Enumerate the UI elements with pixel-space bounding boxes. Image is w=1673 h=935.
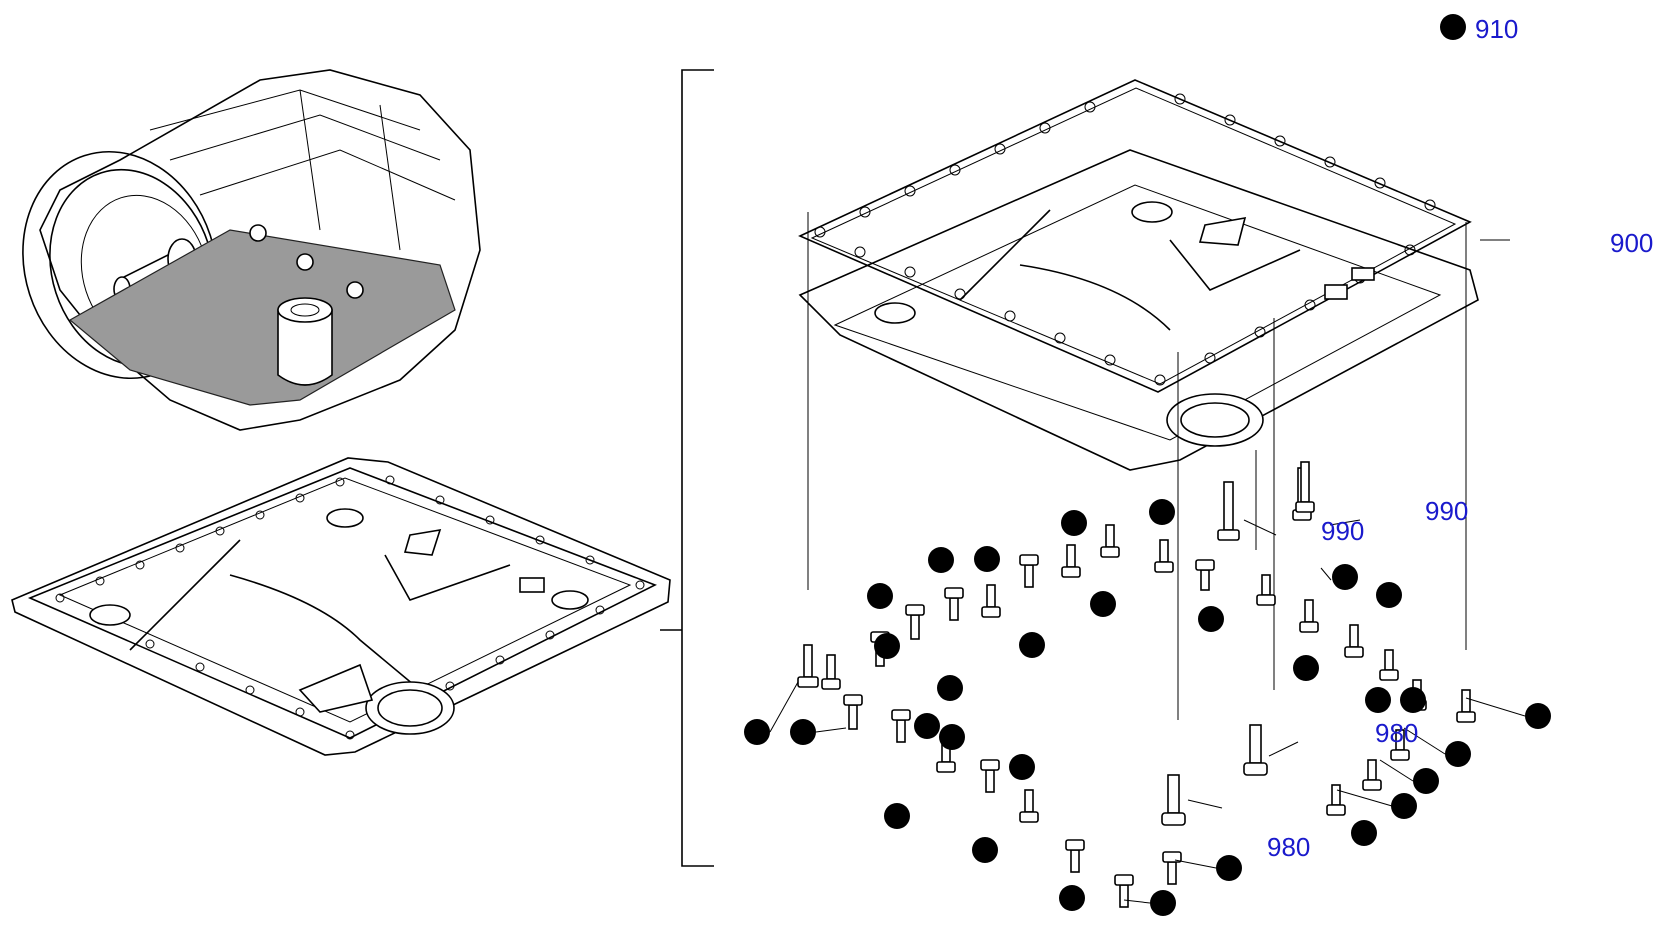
bolt — [1344, 624, 1364, 658]
bolt — [1065, 839, 1085, 873]
bolt — [1362, 759, 1382, 791]
bolt — [1019, 789, 1039, 823]
bolt — [843, 694, 863, 730]
bolt — [905, 604, 925, 640]
callout-980-upper: 980 — [1375, 718, 1418, 748]
bolt — [1379, 649, 1399, 681]
seal-rings-group — [744, 14, 1551, 916]
bolt — [1256, 574, 1276, 606]
bolt — [981, 584, 1001, 618]
bolt — [1195, 559, 1215, 591]
bolt — [1154, 539, 1174, 573]
bolt-long-980 — [1243, 724, 1268, 776]
bolt — [1390, 729, 1410, 761]
bolt — [1162, 851, 1182, 885]
callout-labels: 910 900 990 990 980 980 — [1267, 14, 1653, 862]
callout-900: 900 — [1610, 228, 1653, 258]
bolt — [944, 587, 964, 621]
leader-lines — [769, 239, 1526, 904]
bolt — [1299, 599, 1319, 633]
callout-910: 910 — [1475, 14, 1518, 44]
bolt — [980, 759, 1000, 793]
bolt-long-990 — [1217, 481, 1240, 541]
bolt — [936, 739, 956, 773]
bolt — [891, 709, 911, 743]
bolt — [821, 654, 841, 690]
oil-pan-exploded — [798, 79, 1479, 720]
assembly-bracket — [660, 69, 714, 867]
oil-pan-bolt-holes — [55, 475, 645, 740]
transmission-assembly — [22, 69, 481, 431]
callout-990-right: 990 — [1425, 496, 1468, 526]
bolts-group — [797, 461, 1476, 908]
callout-990-left: 990 — [1321, 516, 1364, 546]
bolt — [1456, 689, 1476, 723]
bolt — [1061, 544, 1081, 578]
callout-980-lower: 980 — [1267, 832, 1310, 862]
bolt-long-990 — [1295, 461, 1315, 513]
bolt-long-980 — [1161, 774, 1186, 826]
oil-pan-assembled — [11, 457, 671, 756]
bolt — [1100, 524, 1120, 558]
bolt — [1114, 874, 1134, 908]
bolt — [1326, 784, 1346, 816]
bolt — [1019, 554, 1039, 588]
bolt — [797, 644, 819, 688]
